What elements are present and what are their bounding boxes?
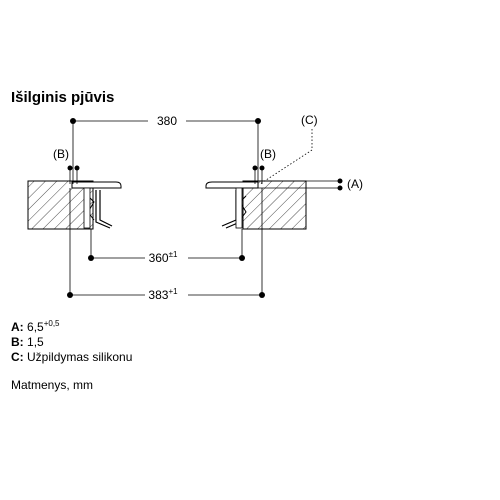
legend-c-value: Užpildymas silikonu	[27, 350, 133, 364]
callout-a: (A)	[258, 177, 363, 191]
dimension-380: 380	[70, 114, 261, 184]
left-hob-edge	[71, 181, 122, 229]
legend-a: A: 6,5+0,5	[11, 320, 60, 335]
legend-a-tolerance: +0,5	[43, 319, 60, 328]
callout-b-right-label: (B)	[260, 147, 276, 161]
legend-b: B: 1,5	[11, 335, 44, 350]
callout-a-label: (A)	[347, 177, 363, 191]
dimension-380-label: 380	[157, 114, 177, 128]
section-title: Išilginis pjūvis	[11, 89, 115, 106]
callout-c: (C)	[259, 113, 318, 185]
legend-a-key: A:	[11, 320, 24, 334]
dimension-360-label: 360±1	[149, 250, 178, 265]
left-worktop	[27, 180, 94, 230]
units-note: Matmenys, mm	[11, 378, 94, 392]
legend-b-key: B:	[11, 335, 24, 349]
callout-b-right: (B)	[252, 147, 276, 184]
callout-b-left-label: (B)	[53, 147, 69, 161]
legend-a-value: 6,5	[27, 320, 44, 334]
dimension-360: 360±1	[88, 229, 245, 265]
legend-c-key: C:	[11, 350, 24, 364]
callout-c-label: (C)	[301, 113, 318, 127]
dimension-383: 383+1	[67, 188, 265, 302]
legend-c: C: Užpildymas silikonu	[11, 350, 132, 365]
legend-b-value: 1,5	[27, 335, 44, 349]
dimension-383-label: 383+1	[148, 287, 178, 302]
right-hob-edge	[205, 181, 259, 229]
callout-b-left: (B)	[53, 147, 80, 184]
